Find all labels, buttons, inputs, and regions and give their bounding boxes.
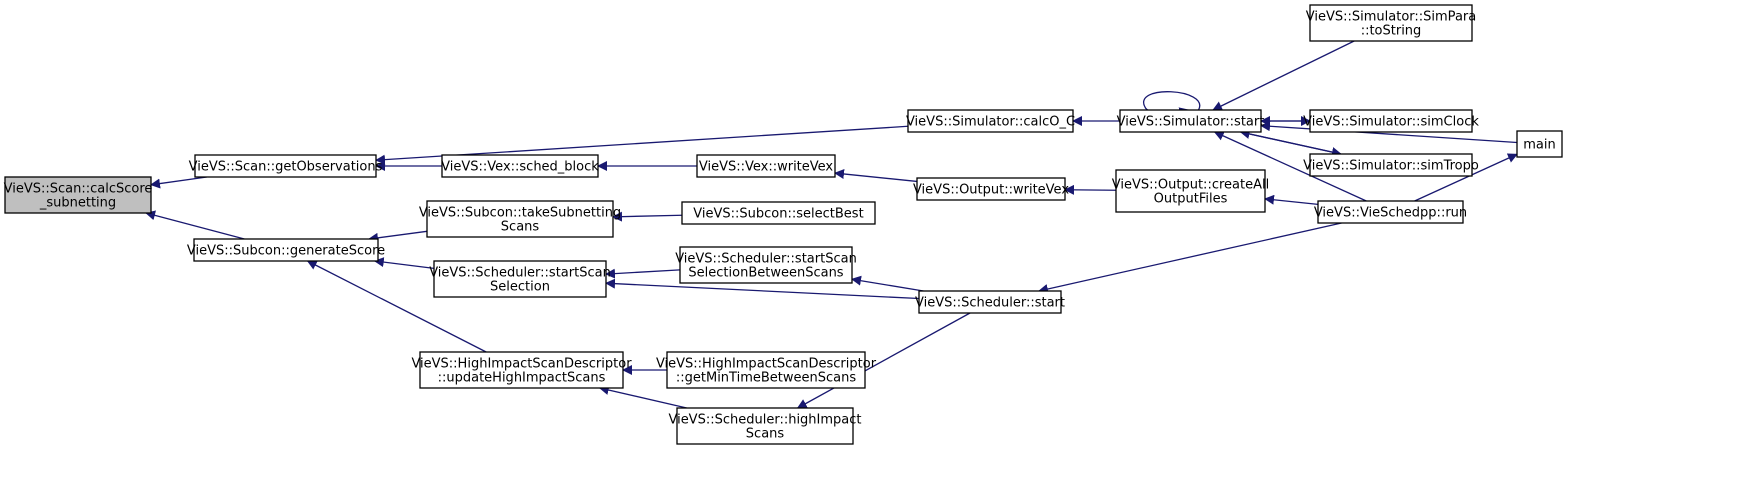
node-label: VieVS::HighImpactScanDescriptor <box>411 357 632 372</box>
edges-layer <box>145 40 1518 409</box>
node-label: VieVS::Subcon::takeSubnetting <box>419 206 621 221</box>
node-box <box>4 176 152 214</box>
node-output-write-vex[interactable]: VieVS::Output::writeVex <box>913 177 1069 201</box>
node-generate-score[interactable]: VieVS::Subcon::generateScore <box>187 238 385 262</box>
node-box <box>1516 130 1563 158</box>
node-box <box>441 154 599 178</box>
edge-vie-sched-run-to-main <box>1414 153 1518 202</box>
node-box <box>1317 200 1464 224</box>
edge-sim-para-to-string-to-sim-start <box>1212 40 1355 111</box>
node-label: Scans <box>746 427 785 442</box>
node-get-observations[interactable]: VieVS::Scan::getObservations <box>189 154 383 178</box>
node-label: VieVS::Simulator::simClock <box>1303 115 1479 130</box>
edge-start-scan-sel-between-to-start-scan-selection <box>605 268 681 279</box>
node-label: VieVS::Subcon::selectBest <box>693 207 863 222</box>
node-label: VieVS::Output::createAll <box>1112 178 1269 193</box>
node-box <box>1309 109 1473 133</box>
node-main[interactable]: main <box>1516 130 1563 158</box>
node-box <box>679 246 853 284</box>
node-label: VieVS::Scan::calcScore <box>4 182 153 197</box>
node-box <box>916 177 1066 201</box>
node-label: VieVS::Scheduler::startScan <box>675 252 857 267</box>
node-box <box>426 200 614 238</box>
node-sim-tropo[interactable]: VieVS::Simulator::simTropo <box>1303 153 1479 177</box>
node-sim-clock[interactable]: VieVS::Simulator::simClock <box>1303 109 1479 133</box>
edge-select-best-to-take-subnetting <box>612 211 683 222</box>
node-label: VieVS::HighImpactScanDescriptor <box>656 357 877 372</box>
node-select-best[interactable]: VieVS::Subcon::selectBest <box>681 201 876 225</box>
node-box <box>1119 109 1262 133</box>
edge-scheduler-start-to-start-scan-selection <box>605 278 920 300</box>
edge-main-to-sim-start <box>1260 121 1518 144</box>
node-sim-start[interactable]: VieVS::Simulator::start <box>1117 109 1265 133</box>
node-label: VieVS::Scheduler::highImpact <box>668 413 861 428</box>
node-box <box>676 407 854 445</box>
node-sched-block[interactable]: VieVS::Vex::sched_block <box>441 154 599 178</box>
edge-vie-sched-run-to-sim-start <box>1213 131 1367 202</box>
node-box <box>419 351 624 389</box>
node-label: VieVS::Simulator::simTropo <box>1303 159 1479 174</box>
node-label: OutputFiles <box>1154 192 1228 207</box>
node-label: _subnetting <box>39 196 116 211</box>
node-box <box>1309 4 1473 42</box>
edge-vie-sched-run-to-create-all-output <box>1264 194 1319 206</box>
node-box <box>681 201 876 225</box>
node-get-min-time[interactable]: VieVS::HighImpactScanDescriptor::getMinT… <box>656 351 877 389</box>
edge-vie-sched-run-to-scheduler-start <box>1037 222 1342 294</box>
node-vie-sched-run[interactable]: VieVS::VieSchedpp::run <box>1314 200 1467 224</box>
node-label: ::getMinTimeBetweenScans <box>676 371 856 386</box>
node-box <box>918 290 1062 314</box>
node-box <box>194 154 377 178</box>
node-sim-para-to-string[interactable]: VieVS::Simulator::SimPara::toString <box>1306 4 1476 42</box>
node-label: VieVS::Simulator::SimPara <box>1306 10 1476 25</box>
edge-scheduler-start-to-high-impact-scans <box>796 312 971 409</box>
node-label: VieVS::Scheduler::start <box>915 296 1065 311</box>
edge-scheduler-start-to-start-scan-sel-between <box>851 275 924 292</box>
node-label: Selection <box>490 280 550 295</box>
node-label: VieVS::Simulator::calcO_C <box>906 115 1075 130</box>
edge-update-high-impact-to-generate-score <box>306 260 487 353</box>
node-label: SelectionBetweenScans <box>688 266 843 281</box>
node-scheduler-start[interactable]: VieVS::Scheduler::start <box>915 290 1065 314</box>
node-start-scan-sel-between[interactable]: VieVS::Scheduler::startScanSelectionBetw… <box>675 246 857 284</box>
edge-take-subnetting-to-generate-score <box>368 230 428 243</box>
node-label: ::updateHighImpactScans <box>438 371 606 386</box>
edge-sim-start-to-sim-tropo <box>1240 131 1342 157</box>
edge-output-write-vex-to-vex-write-vex <box>834 168 918 183</box>
edge-high-impact-scans-to-update-high-impact <box>598 385 687 409</box>
node-label: Scans <box>501 220 540 235</box>
node-calc-score: VieVS::Scan::calcScore_subnetting <box>4 176 153 214</box>
node-label: VieVS::Vex::writeVex <box>699 160 834 175</box>
node-update-high-impact[interactable]: VieVS::HighImpactScanDescriptor::updateH… <box>411 351 632 389</box>
node-box <box>696 154 836 178</box>
node-label: ::toString <box>1361 24 1422 39</box>
edge-create-all-output-to-output-write-vex <box>1064 184 1117 195</box>
node-box <box>666 351 866 389</box>
node-label: VieVS::Vex::sched_block <box>441 160 599 175</box>
node-vex-write-vex[interactable]: VieVS::Vex::writeVex <box>696 154 836 178</box>
node-label: VieVS::Scheduler::startScan <box>429 266 611 281</box>
node-box <box>1115 169 1266 213</box>
node-label: VieVS::Scan::getObservations <box>189 160 383 175</box>
edge-start-scan-selection-to-generate-score <box>373 257 435 269</box>
edge-get-observations-to-calc-score <box>150 176 207 189</box>
node-box <box>1309 153 1473 177</box>
node-label: VieVS::Simulator::start <box>1117 115 1265 130</box>
nodes-layer: VieVS::Scan::calcScore_subnettingVieVS::… <box>4 4 1563 445</box>
node-box <box>433 260 607 298</box>
edge-generate-score-to-calc-score <box>145 210 245 240</box>
node-label: VieVS::Output::writeVex <box>913 183 1069 198</box>
node-calc-o--c[interactable]: VieVS::Simulator::calcO_C <box>906 109 1075 133</box>
node-label: VieVS::VieSchedpp::run <box>1314 206 1467 221</box>
node-box <box>193 238 379 262</box>
node-label: VieVS::Subcon::generateScore <box>187 244 385 259</box>
node-label: main <box>1523 138 1555 153</box>
node-box <box>907 109 1074 133</box>
